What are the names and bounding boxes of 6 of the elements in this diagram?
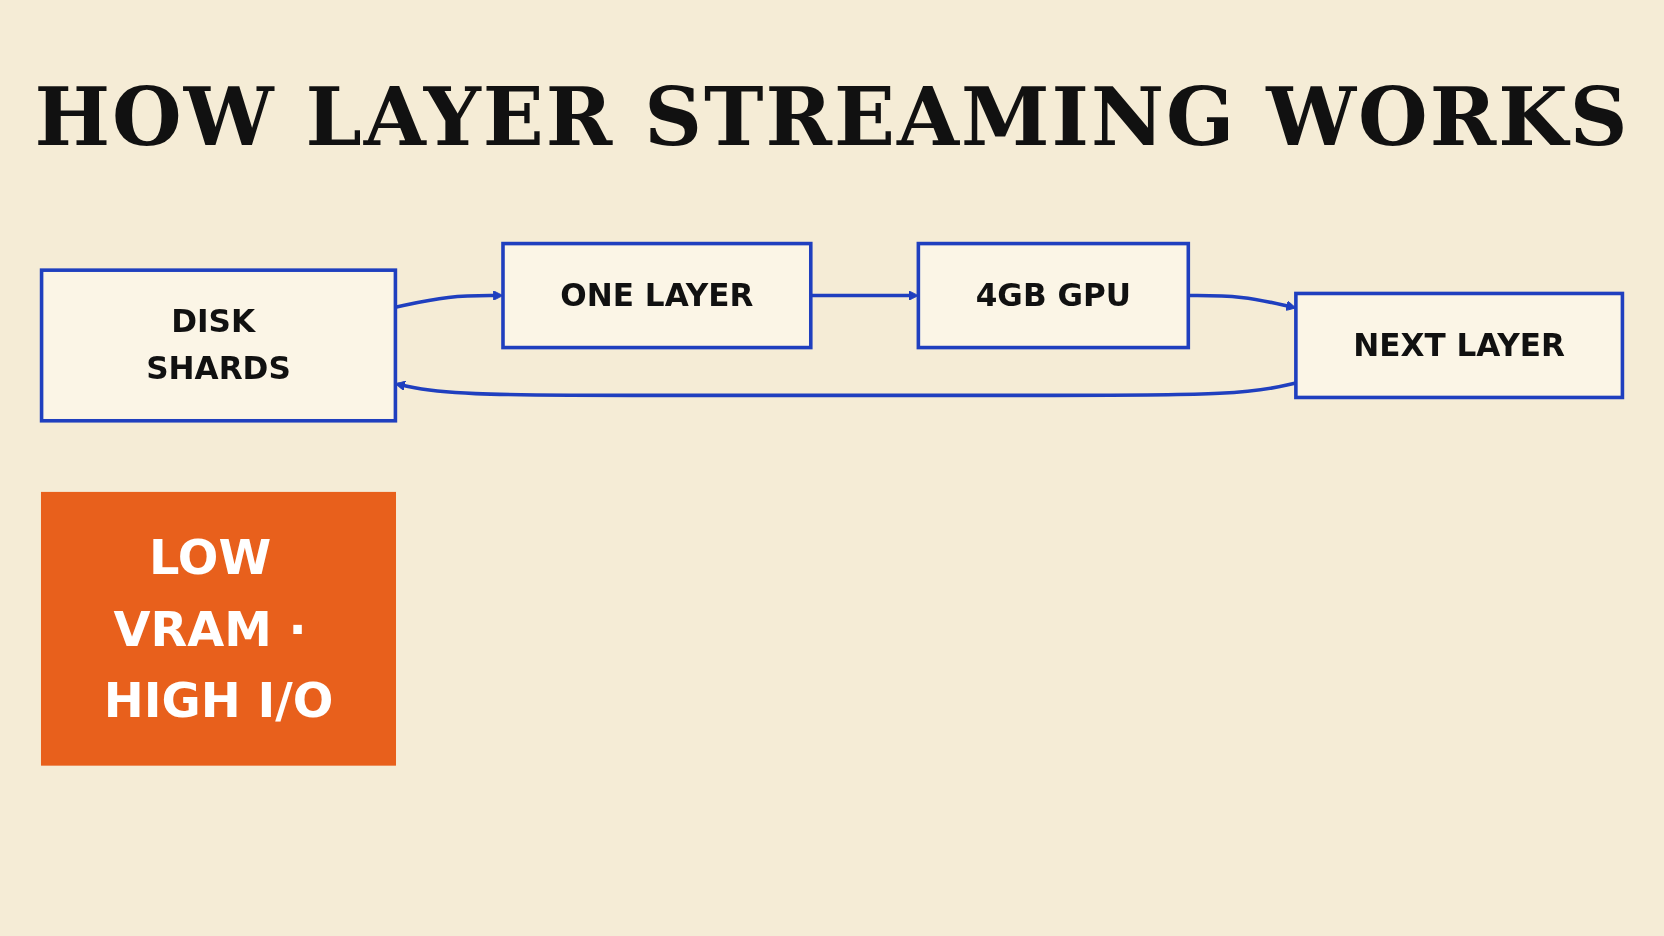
node-box: 4GB GPU <box>916 241 1191 350</box>
node-box: NEXT LAYER <box>1294 291 1625 399</box>
node-box: ONE LAYER <box>501 241 813 350</box>
node-box: LOW VRAM · HIGH I/O <box>41 491 396 766</box>
node-box: DISK SHARDS <box>39 268 398 423</box>
title: HOW LAYER STREAMING WORKS <box>33 70 1631 164</box>
